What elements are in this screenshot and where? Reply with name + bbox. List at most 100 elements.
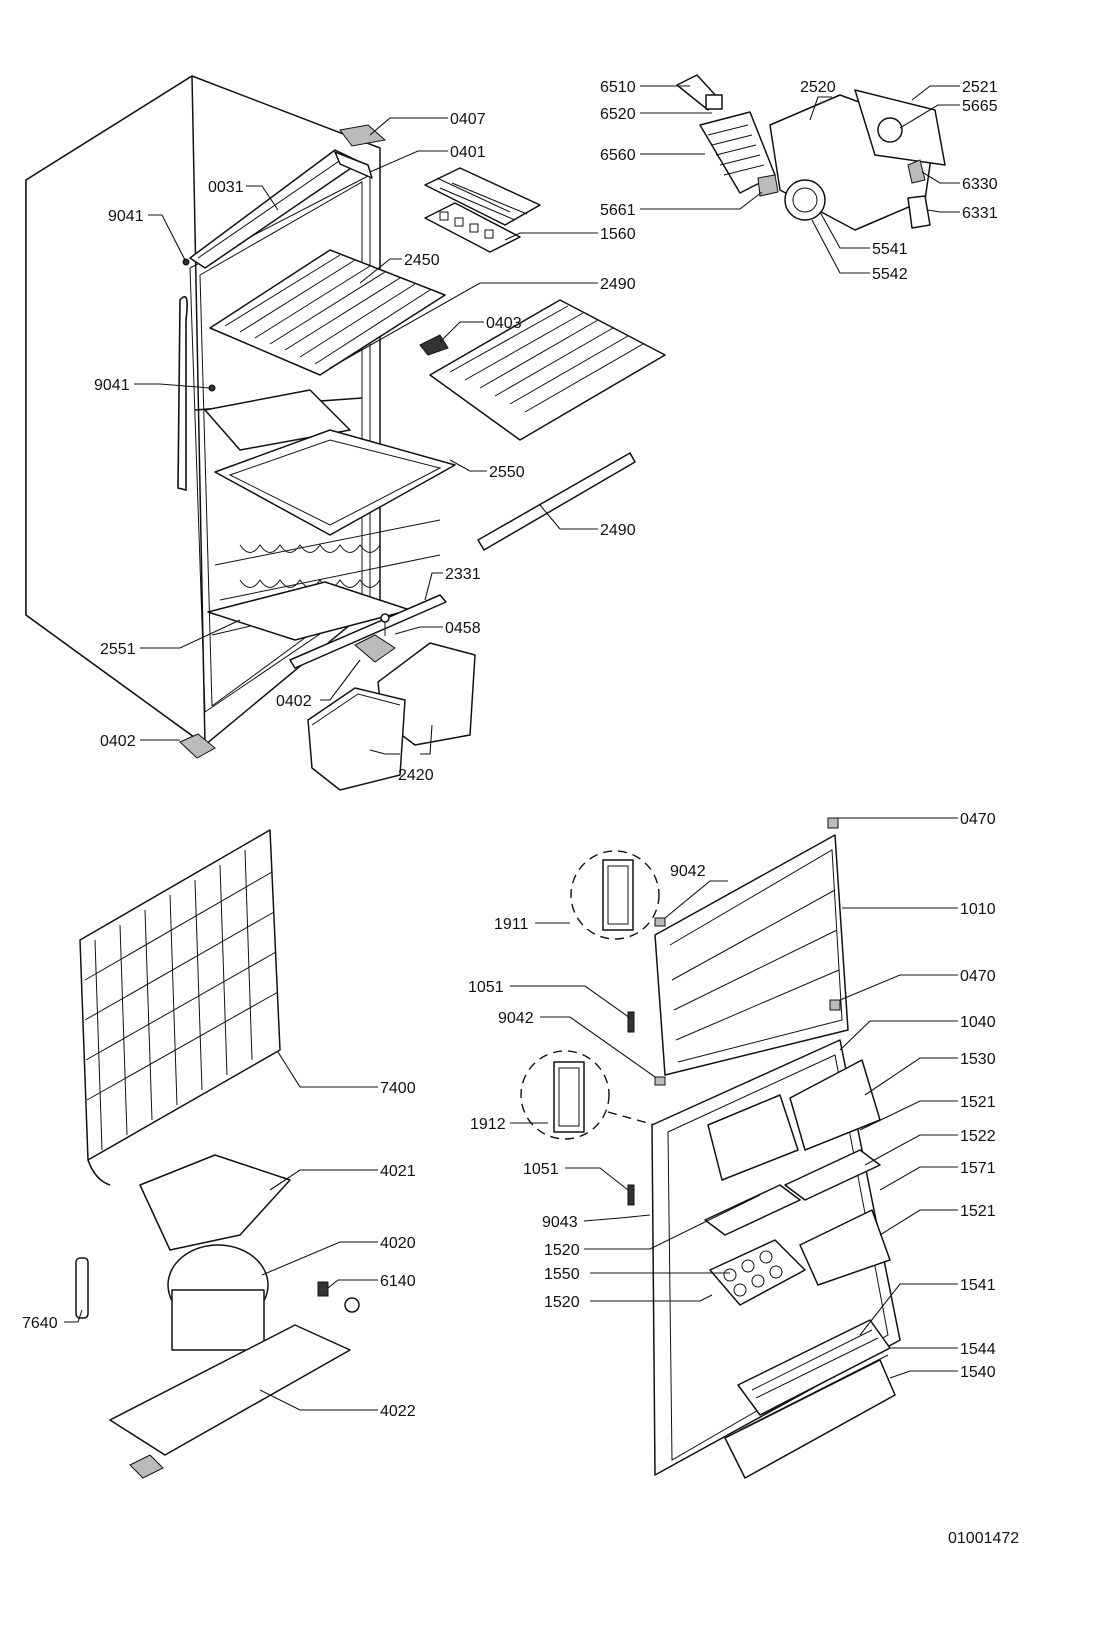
- large-shelf-panel: [429, 299, 666, 441]
- control-assembly: [676, 74, 946, 231]
- dairy-compartment-left: [707, 1094, 799, 1181]
- callout-1521-top: 1521: [960, 1094, 996, 1111]
- callout-2490-top: 2490: [600, 276, 636, 293]
- top-hinge: [334, 151, 373, 179]
- callout-1911: 1911: [494, 916, 529, 933]
- callout-1544: 1544: [960, 1341, 996, 1358]
- bar-1544: [739, 1354, 889, 1431]
- gasket-detail-1912: [520, 1050, 610, 1140]
- callout-2550: 2550: [489, 464, 525, 481]
- hinge-side-strip: [177, 295, 188, 492]
- callout-9043: 9043: [542, 1214, 578, 1231]
- callout-6560: 6560: [600, 147, 636, 164]
- callout-4021: 4021: [380, 1163, 416, 1180]
- callout-5661: 5661: [600, 202, 636, 219]
- switch-5661: [757, 174, 779, 197]
- callout-0470-mid: 0470: [960, 968, 996, 985]
- gasket-detail-1911: [570, 850, 660, 940]
- callout-2551: 2551: [100, 641, 136, 658]
- callout-0403: 0403: [486, 315, 522, 332]
- compressor-body: [171, 1289, 265, 1351]
- callout-9042-bottom: 9042: [498, 1010, 534, 1027]
- callout-0470-top: 0470: [960, 811, 996, 828]
- freezer-shelf: [209, 249, 446, 376]
- callout-4022: 4022: [380, 1403, 416, 1420]
- callout-0407: 0407: [450, 111, 486, 128]
- handle-1051-bottom: [627, 1184, 635, 1206]
- callout-1051-top: 1051: [468, 979, 504, 996]
- callout-7640: 7640: [22, 1315, 58, 1332]
- filter-drier: [75, 1257, 89, 1319]
- knob-cover-6331: [907, 195, 931, 229]
- crisper-frame-bar: [289, 594, 447, 669]
- bottom-bin-1540: [724, 1359, 896, 1479]
- callout-1530: 1530: [960, 1051, 996, 1068]
- callout-2420: 2420: [398, 767, 434, 784]
- callout-1540: 1540: [960, 1364, 996, 1381]
- callout-1912: 1912: [470, 1116, 506, 1133]
- compressor-assembly: [75, 1154, 360, 1479]
- handle-1051-top: [627, 1011, 635, 1033]
- wire-rack-upper: [204, 389, 351, 451]
- callout-labels: 0407 0401 0031 9041 2450 2490 0403 9041 …: [22, 79, 1019, 1547]
- callout-0402-bottom: 0402: [100, 733, 136, 750]
- thermostat-5665: [877, 117, 903, 143]
- callout-1010: 1010: [960, 901, 996, 918]
- callout-6330: 6330: [962, 176, 998, 193]
- lamp-socket: [705, 94, 723, 110]
- freezer-door-panel: [654, 834, 849, 1076]
- callout-1520-bottom: 1520: [544, 1294, 580, 1311]
- screw-0458: [380, 613, 390, 623]
- crisper-drawer-front: [307, 687, 406, 791]
- callout-1541: 1541: [960, 1277, 996, 1294]
- freezer-tray: [424, 167, 541, 226]
- ice-cube-tray: [424, 202, 521, 253]
- callout-2521: 2521: [962, 79, 998, 96]
- condenser-panel: [79, 829, 281, 1161]
- callout-1571: 1571: [960, 1160, 996, 1177]
- callout-9041-mid: 9041: [94, 377, 130, 394]
- compressor-base-plate: [109, 1324, 351, 1456]
- hinge-cap-0470-mid: [829, 999, 841, 1011]
- hinge-0402-mid: [354, 634, 396, 663]
- shelf-strip: [477, 452, 636, 551]
- callout-9041-top: 9041: [108, 208, 144, 225]
- callout-4020: 4020: [380, 1235, 416, 1252]
- compressor-tray: [139, 1154, 291, 1251]
- callout-1521-bottom: 1521: [960, 1203, 996, 1220]
- callout-5541: 5541: [872, 241, 908, 258]
- relay-cap: [344, 1297, 360, 1313]
- callout-6331: 6331: [962, 205, 998, 222]
- callout-2331: 2331: [445, 566, 481, 583]
- callout-2450: 2450: [404, 252, 440, 269]
- door-shelf-left: [704, 1184, 801, 1236]
- callout-6510: 6510: [600, 79, 636, 96]
- hinge-cover: [339, 124, 387, 147]
- ice-tray-group: [424, 167, 541, 253]
- callout-1040: 1040: [960, 1014, 996, 1031]
- hinge-9042-top: [654, 917, 666, 927]
- control-knob: [784, 179, 826, 221]
- callout-9042-top: 9042: [670, 863, 706, 880]
- cabinet-assembly: [25, 75, 456, 746]
- callout-0401: 0401: [450, 144, 486, 161]
- leader-lines: [64, 85, 960, 1411]
- relay-6140: [317, 1281, 329, 1297]
- fridge-door: [627, 1039, 901, 1479]
- crisper-drawers: [307, 642, 476, 791]
- thermostat-0403: [419, 334, 449, 356]
- callout-0031: 0031: [208, 179, 244, 196]
- hinge-9042-bottom: [654, 1076, 666, 1086]
- part-6330: [907, 159, 926, 184]
- callout-5665: 5665: [962, 98, 998, 115]
- callout-1522: 1522: [960, 1128, 996, 1145]
- condenser-assembly: [79, 829, 281, 1186]
- diagram-id: 01001472: [948, 1530, 1019, 1547]
- callout-1550: 1550: [544, 1266, 580, 1283]
- hinge-0402-bottom: [179, 733, 216, 759]
- callout-1051-bottom: 1051: [523, 1161, 559, 1178]
- callout-6520: 6520: [600, 106, 636, 123]
- callout-2520: 2520: [800, 79, 836, 96]
- compressor-foot: [129, 1454, 164, 1479]
